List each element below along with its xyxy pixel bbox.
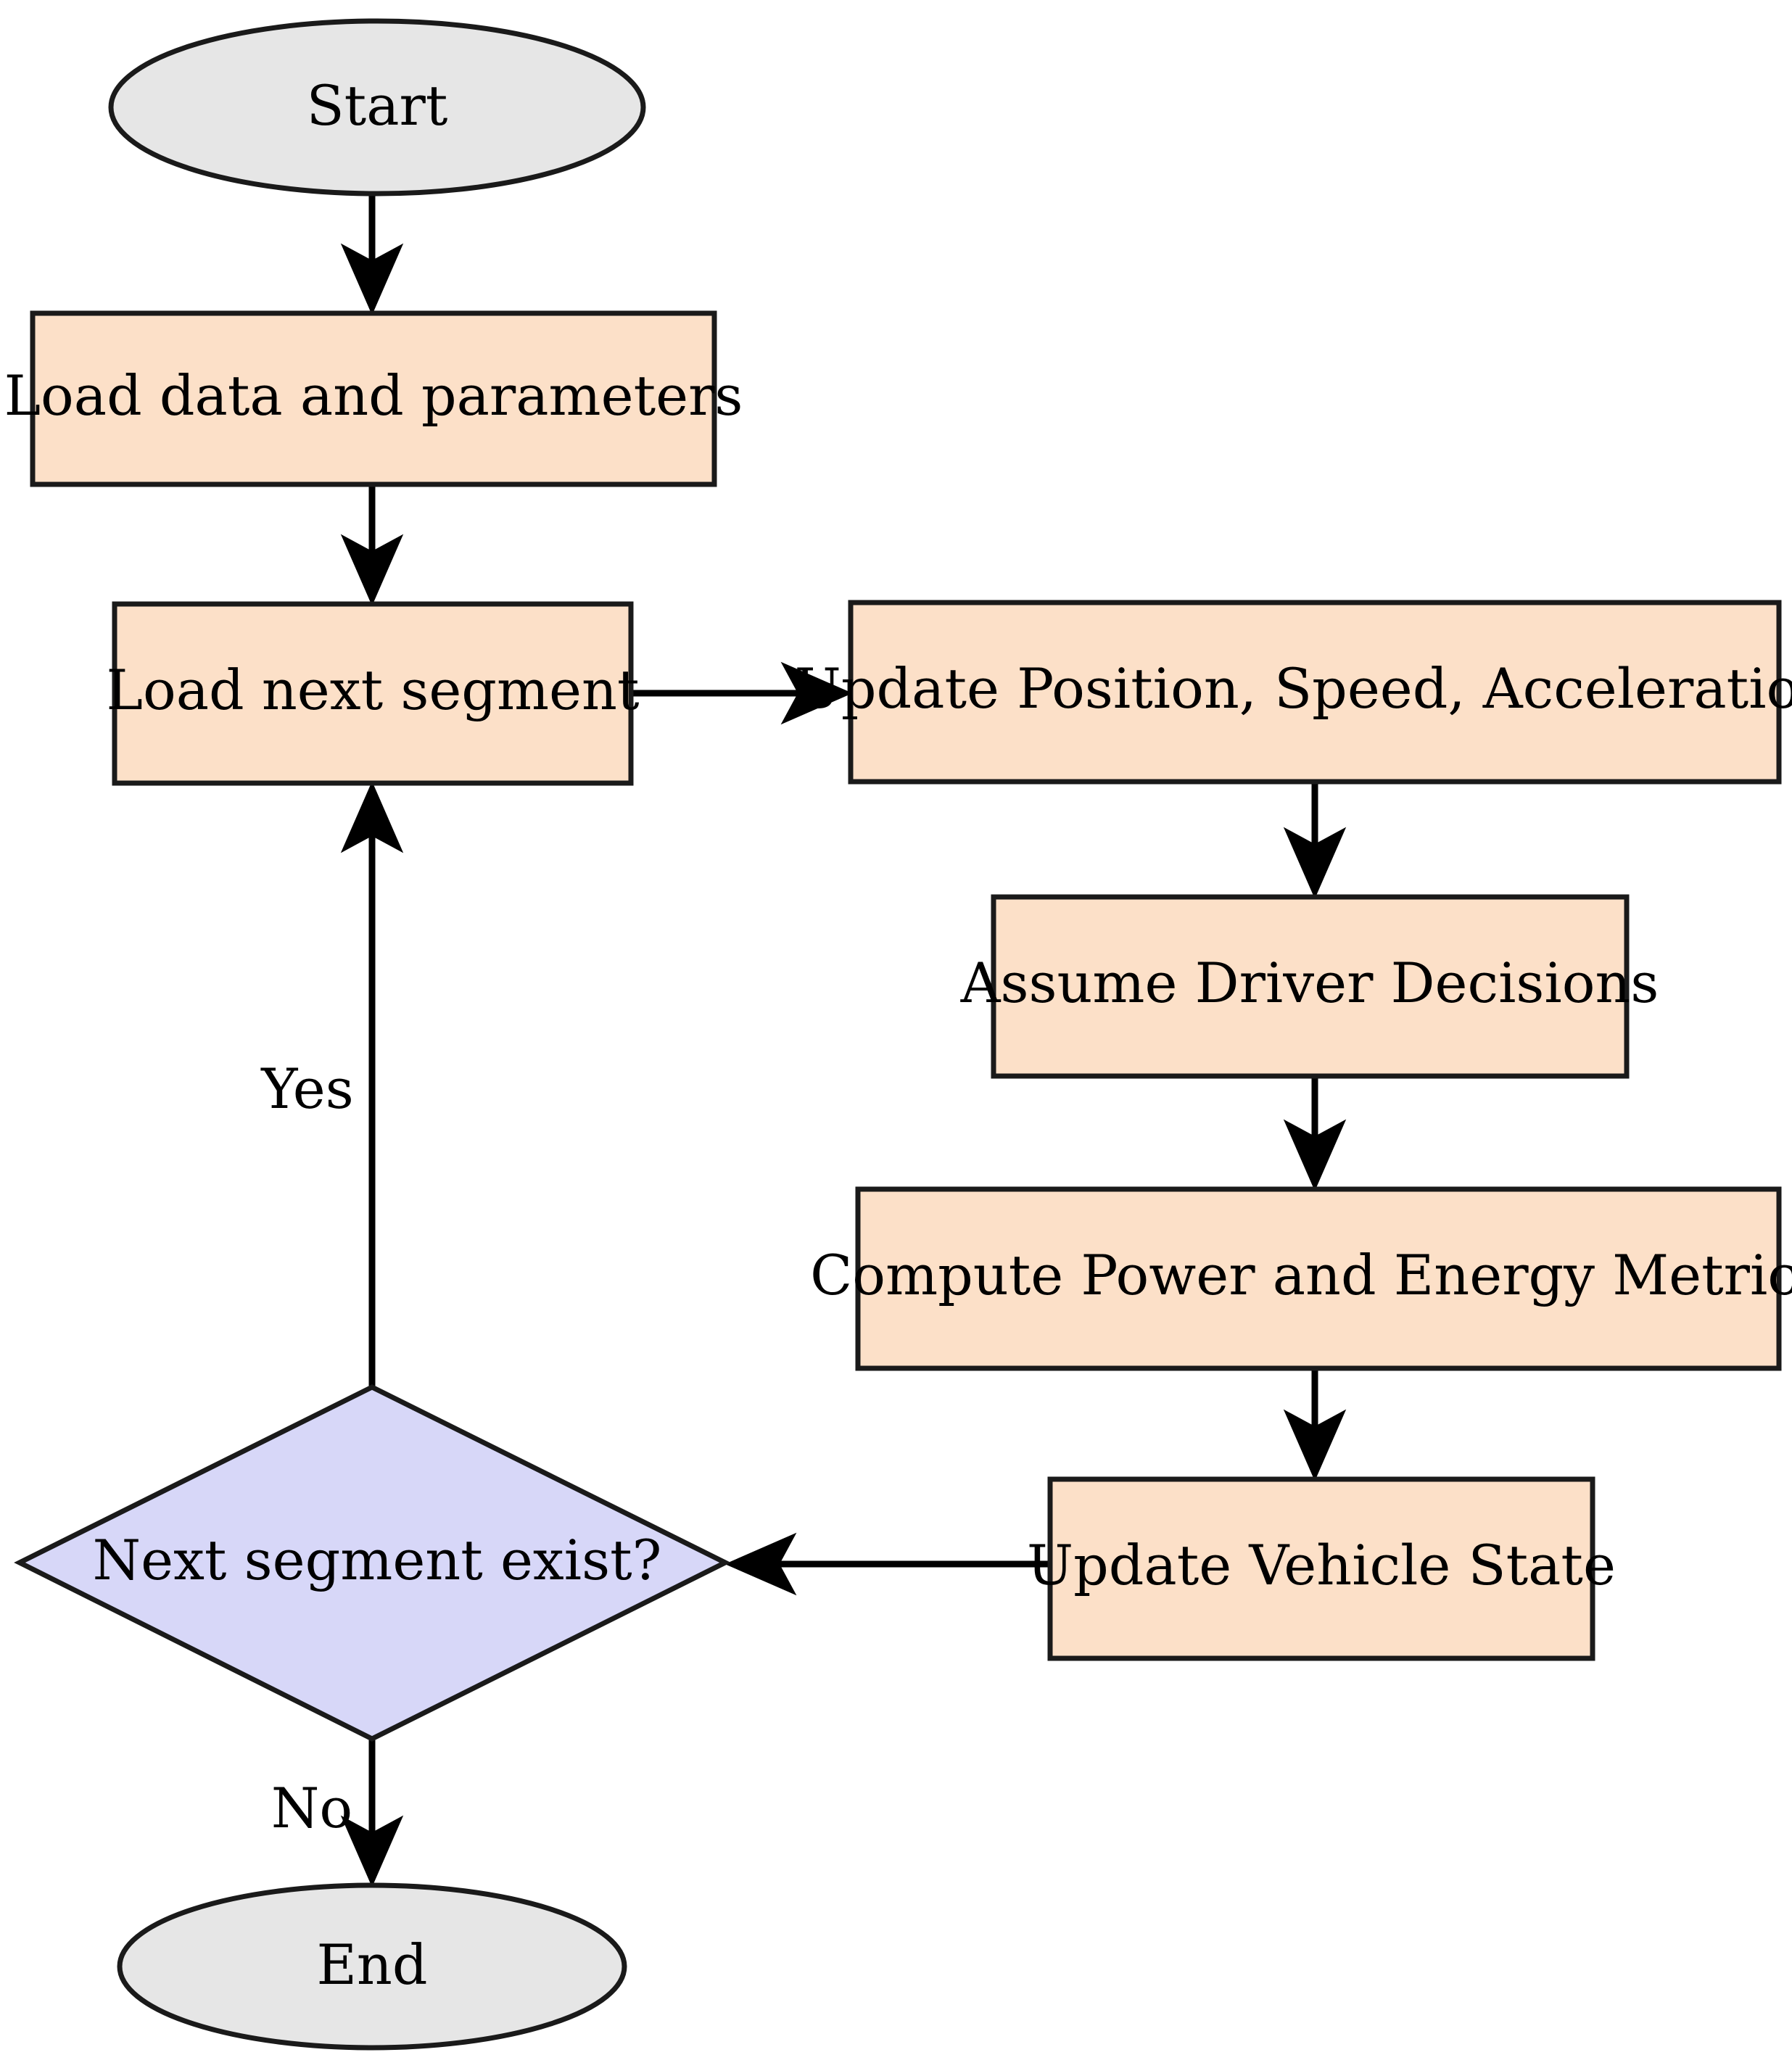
load-segment-label: Load next segment — [107, 658, 640, 722]
vehicle-state-label: Update Vehicle State — [1027, 1533, 1616, 1597]
node-driver-decisions[interactable]: Assume Driver Decisions — [960, 894, 1659, 1079]
node-load-segment[interactable]: Load next segment — [107, 601, 640, 786]
driver-decisions-label: Assume Driver Decisions — [960, 951, 1659, 1015]
load-segment-rect — [112, 601, 634, 786]
update-position-rect — [848, 600, 1782, 785]
edge-label-yes: Yes — [260, 1056, 354, 1121]
next-exists-diamond — [14, 1384, 731, 1742]
edges-layer — [340, 194, 1347, 1887]
node-next-exists[interactable]: Next segment exist? — [14, 1384, 731, 1742]
vehicle-state-rect — [1047, 1476, 1595, 1661]
node-update-position[interactable]: Update Position, Speed, Acceleration — [795, 600, 1792, 785]
node-start[interactable]: Start — [108, 18, 646, 197]
edge-label-no: No — [271, 1776, 352, 1840]
end-label: End — [316, 1932, 427, 1997]
node-power-energy[interactable]: Compute Power and Energy Metrics — [810, 1186, 1792, 1371]
power-energy-rect — [855, 1186, 1782, 1371]
start-ellipse — [108, 18, 646, 197]
node-vehicle-state[interactable]: Update Vehicle State — [1027, 1476, 1616, 1661]
edge-labels-layer: Yes No — [260, 1056, 354, 1840]
end-ellipse — [117, 1882, 627, 2051]
load-data-label: Load data and parameters — [4, 363, 743, 428]
update-position-label: Update Position, Speed, Acceleration — [795, 656, 1792, 721]
driver-decisions-rect — [991, 894, 1630, 1079]
power-energy-label: Compute Power and Energy Metrics — [810, 1243, 1792, 1307]
start-label: Start — [307, 73, 448, 138]
node-end[interactable]: End — [117, 1882, 627, 2051]
next-exists-label: Next segment exist? — [93, 1528, 662, 1592]
load-data-rect — [30, 310, 717, 487]
node-load-data[interactable]: Load data and parameters — [4, 310, 743, 487]
